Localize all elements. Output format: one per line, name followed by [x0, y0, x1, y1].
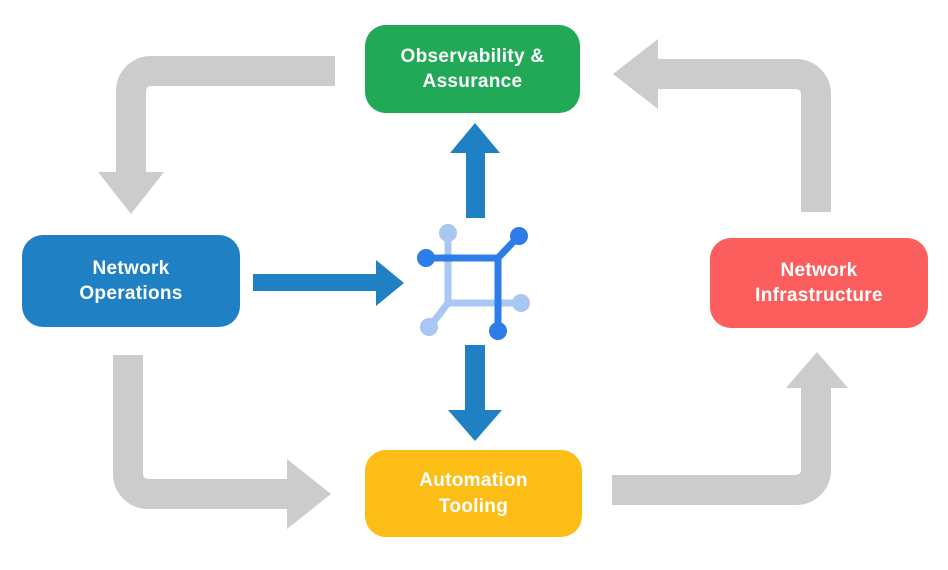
node-automation-tooling: Automation Tooling	[365, 450, 582, 537]
flow-arrow-automation-to-infrastructure	[612, 352, 848, 505]
flow-arrow-operations-to-automation	[113, 355, 331, 529]
node-network-infrastructure: Network Infrastructure	[710, 238, 928, 328]
flow-arrow-observability-to-operations	[98, 56, 335, 214]
arrow-operations-to-center	[253, 260, 404, 306]
arrow-center-to-observability	[450, 123, 500, 218]
node-network-operations: Network Operations	[22, 235, 240, 327]
flow-arrow-infrastructure-to-observability	[613, 39, 831, 212]
arrow-center-to-automation	[448, 345, 502, 441]
node-observability-assurance: Observability & Assurance	[365, 25, 580, 113]
network-mesh-icon	[417, 224, 530, 340]
